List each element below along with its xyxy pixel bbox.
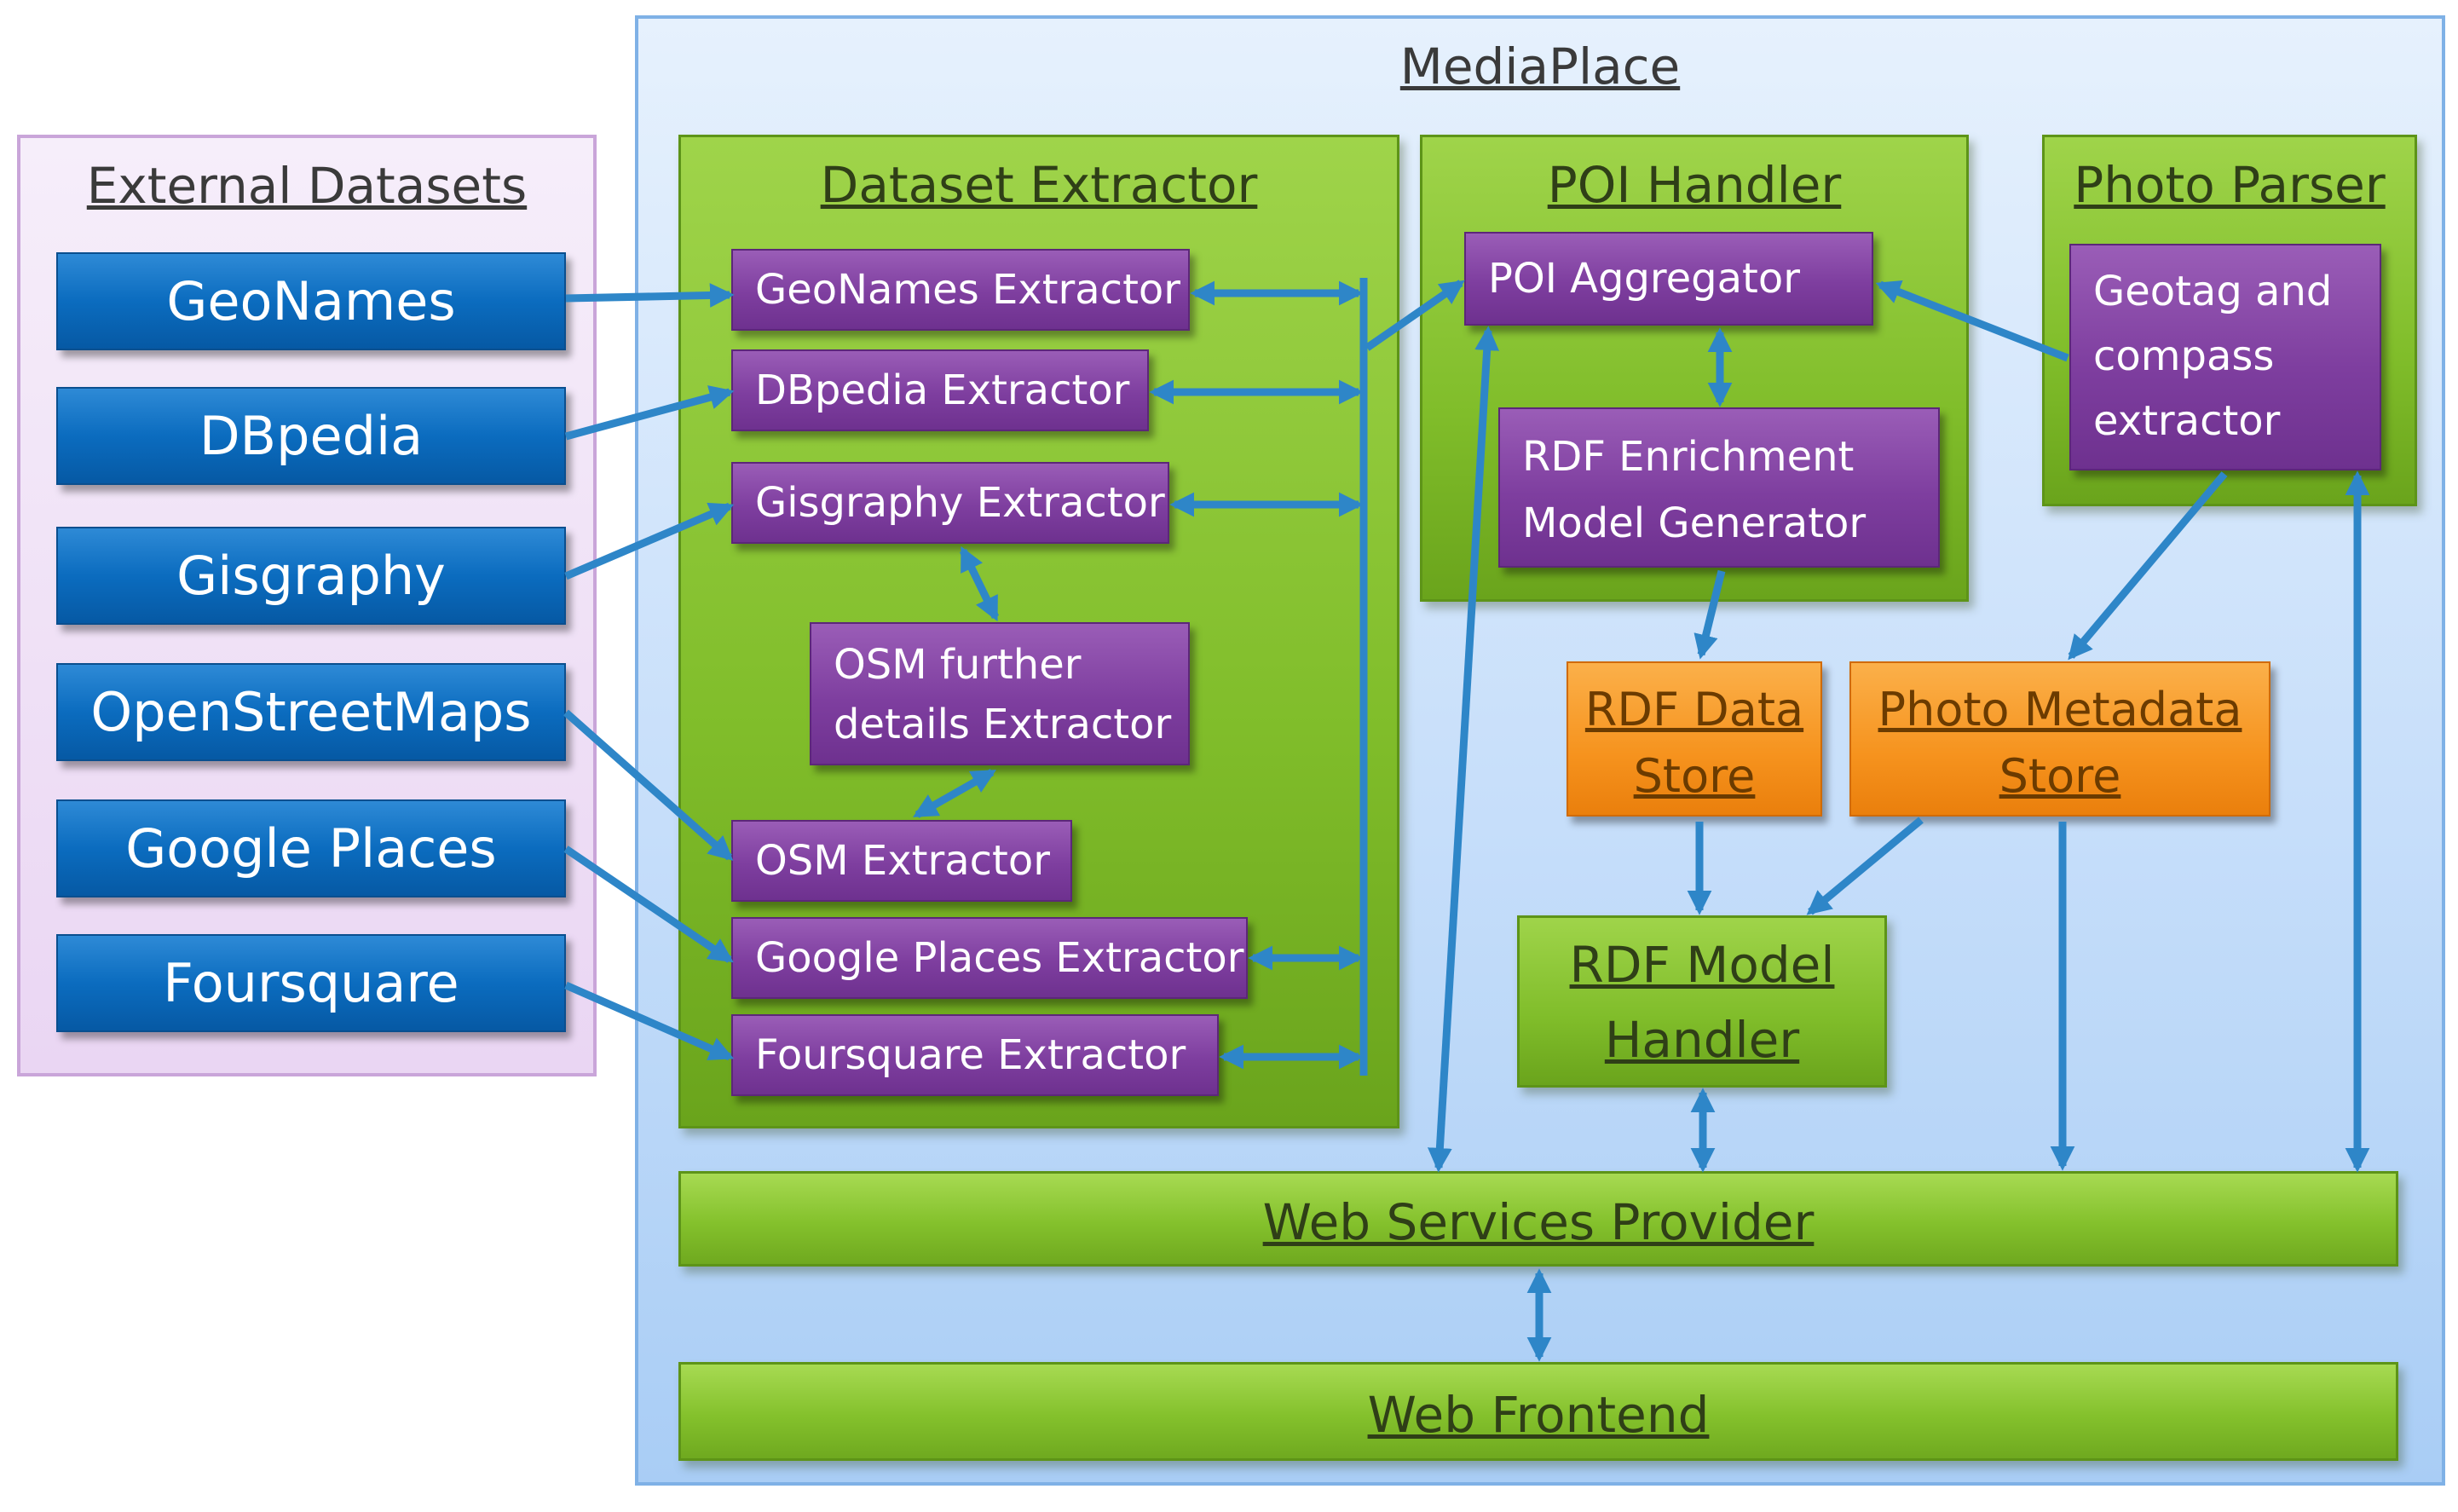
rdf-data-store: RDF Data Store: [1567, 661, 1822, 817]
google-places-extractor: Google Places Extractor: [731, 917, 1248, 999]
geotag-label-line1: Geotag and: [2093, 268, 2333, 315]
dataset-openstreetmaps: OpenStreetMaps: [56, 663, 566, 761]
photo-metadata-store-line2: Store: [1999, 749, 2121, 803]
osm-further-label-line2: details Extractor: [834, 701, 1172, 748]
dataset-geonames: GeoNames: [56, 252, 566, 350]
rdf-generator-label-line2: Model Generator: [1522, 499, 1867, 547]
rdf-model-handler-line2: Handler: [1604, 1011, 1800, 1069]
dataset-google-places: Google Places: [56, 799, 566, 897]
gisgraphy-extractor-label: Gisgraphy Extractor: [755, 479, 1165, 527]
osm-further-details-extractor: OSM further details Extractor: [810, 622, 1190, 765]
photo-parser-title: Photo Parser: [2074, 156, 2386, 214]
poi-handler-title: POI Handler: [1547, 156, 1842, 214]
web-frontend-label: Web Frontend: [1367, 1386, 1710, 1444]
mediaplace-title: MediaPlace: [1399, 38, 1681, 95]
geonames-extractor-label: GeoNames Extractor: [755, 266, 1180, 314]
external-datasets-title: External Datasets: [86, 157, 528, 215]
poi-aggregator: POI Aggregator: [1464, 232, 1873, 326]
geotag-label-line2: compass: [2093, 332, 2275, 380]
geotag-label-line3: extractor: [2093, 397, 2281, 445]
dataset-dbpedia: DBpedia: [56, 387, 566, 485]
rdf-generator-label-line1: RDF Enrichment: [1522, 433, 1855, 481]
osm-further-label-line1: OSM further: [834, 641, 1082, 689]
rdf-enrichment-model-generator: RDF Enrichment Model Generator: [1498, 407, 1940, 568]
dbpedia-extractor: DBpedia Extractor: [731, 349, 1149, 431]
web-frontend: Web Frontend: [678, 1362, 2398, 1461]
osm-extractor: OSM Extractor: [731, 820, 1072, 902]
photo-metadata-store-line1: Photo Metadata: [1878, 683, 2242, 736]
dataset-extractor-title: Dataset Extractor: [820, 156, 1258, 214]
google-places-extractor-label: Google Places Extractor: [755, 934, 1244, 982]
rdf-model-handler-line1: RDF Model: [1569, 936, 1835, 994]
rdf-data-store-line2: Store: [1633, 749, 1756, 803]
dbpedia-extractor-label: DBpedia Extractor: [755, 366, 1130, 414]
web-services-provider-label: Web Services Provider: [1262, 1193, 1815, 1251]
photo-metadata-store: Photo Metadata Store: [1849, 661, 2270, 817]
poi-aggregator-label: POI Aggregator: [1488, 255, 1800, 303]
web-services-provider: Web Services Provider: [678, 1171, 2398, 1267]
foursquare-extractor: Foursquare Extractor: [731, 1014, 1219, 1096]
rdf-model-handler: RDF Model Handler: [1517, 915, 1887, 1088]
foursquare-extractor-label: Foursquare Extractor: [755, 1031, 1186, 1079]
geotag-compass-extractor: Geotag and compass extractor: [2069, 244, 2381, 470]
osm-extractor-label: OSM Extractor: [755, 837, 1050, 885]
dataset-gisgraphy: Gisgraphy: [56, 527, 566, 625]
dataset-foursquare: Foursquare: [56, 934, 566, 1032]
gisgraphy-extractor: Gisgraphy Extractor: [731, 462, 1169, 544]
rdf-data-store-line1: RDF Data: [1584, 683, 1804, 736]
geonames-extractor: GeoNames Extractor: [731, 249, 1190, 331]
